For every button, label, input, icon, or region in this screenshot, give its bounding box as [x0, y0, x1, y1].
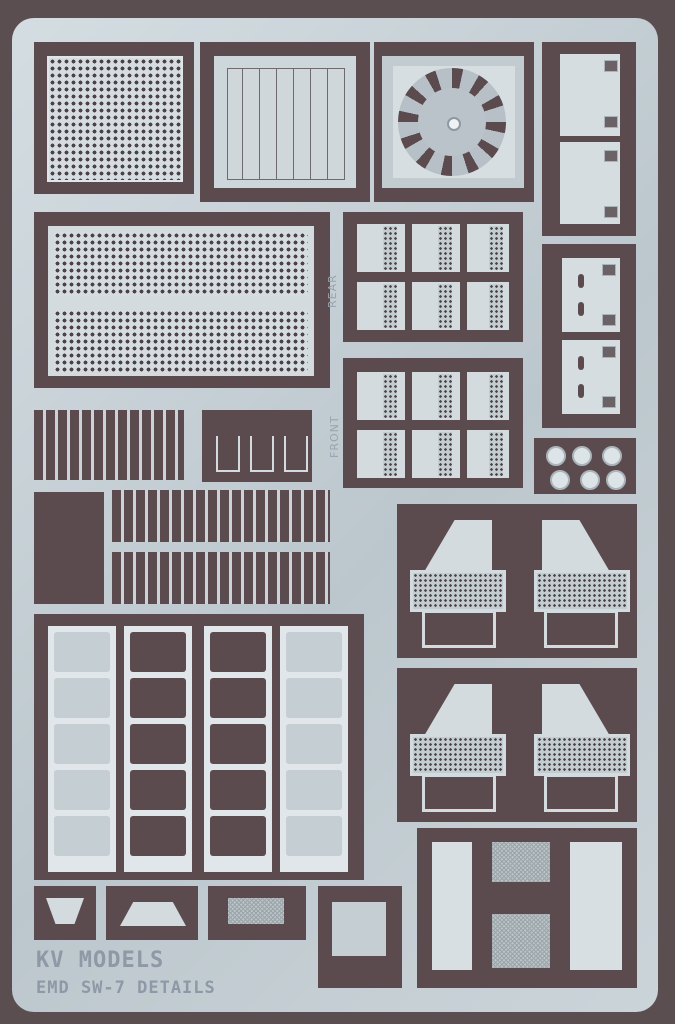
washer-icon [602, 446, 622, 466]
pane [54, 632, 110, 672]
step-plate [467, 282, 509, 330]
photo-etch-fret: REAR FRONT [12, 18, 658, 1012]
lift-ring [284, 436, 308, 472]
hinge-icon [604, 60, 618, 72]
hinge-icon [602, 346, 616, 358]
lift-ring [216, 436, 240, 472]
step-plate [412, 282, 460, 330]
step-plate [467, 372, 509, 420]
pane [286, 724, 342, 764]
pane-opening [130, 678, 186, 718]
slot [578, 302, 584, 316]
pane [54, 770, 110, 810]
step-plate [357, 282, 405, 330]
slot [578, 384, 584, 398]
rear-label: REAR [326, 274, 339, 308]
perforated-step [534, 570, 630, 612]
hinge-icon [602, 396, 616, 408]
pane [286, 770, 342, 810]
pane-opening [210, 724, 266, 764]
uncoupling-brackets-lower [112, 552, 330, 604]
small-eyes [34, 492, 104, 604]
hinge-icon [604, 206, 618, 218]
weave-plate [492, 842, 550, 882]
hinge-icon [604, 116, 618, 128]
perforated-step [534, 734, 630, 776]
pane-opening [210, 678, 266, 718]
hinge-icon [602, 314, 616, 326]
square-plate [332, 902, 386, 956]
step-plate [412, 430, 460, 478]
washer-icon [546, 446, 566, 466]
uncoupling-brackets-upper [112, 490, 330, 542]
brand-label: KV MODELS [36, 948, 165, 973]
slot [578, 274, 584, 288]
weave-plate [492, 914, 550, 968]
washer-icon [580, 470, 600, 490]
step-bracket [544, 610, 618, 648]
mesh-grille-panel [47, 56, 183, 182]
step-bracket [422, 774, 496, 812]
pane [54, 816, 110, 856]
washer-icon [606, 470, 626, 490]
pane [286, 632, 342, 672]
step-plate [357, 224, 405, 272]
fan-center [447, 117, 461, 131]
hinge-icon [604, 150, 618, 162]
washer-icon [572, 446, 592, 466]
perforated-step [410, 734, 506, 776]
step-bracket [422, 610, 496, 648]
pane [286, 816, 342, 856]
front-label: FRONT [328, 415, 341, 458]
side-door [570, 842, 622, 970]
hinge-icon [602, 264, 616, 276]
pane [54, 678, 110, 718]
mesh-screen-lower [54, 310, 308, 372]
pane [286, 678, 342, 718]
step-plate [467, 224, 509, 272]
step-bracket [544, 774, 618, 812]
weave-bracket [228, 898, 284, 924]
mesh-screen-upper [54, 232, 308, 296]
slot [578, 356, 584, 370]
pane-opening [210, 632, 266, 672]
louvered-panel [227, 68, 345, 180]
pane-opening [130, 632, 186, 672]
lift-ring [250, 436, 274, 472]
washer-icon [550, 470, 570, 490]
grab-iron-eyes [34, 410, 184, 480]
product-label: EMD SW-7 DETAILS [36, 978, 216, 998]
pane-opening [130, 816, 186, 856]
pane [54, 724, 110, 764]
step-plate [412, 224, 460, 272]
pane-opening [210, 770, 266, 810]
step-plate [357, 430, 405, 478]
step-plate [467, 430, 509, 478]
step-plate [412, 372, 460, 420]
pane-opening [130, 770, 186, 810]
pane-opening [130, 724, 186, 764]
side-door [432, 842, 472, 970]
step-plate [357, 372, 405, 420]
perforated-step [410, 570, 506, 612]
pane-opening [210, 816, 266, 856]
